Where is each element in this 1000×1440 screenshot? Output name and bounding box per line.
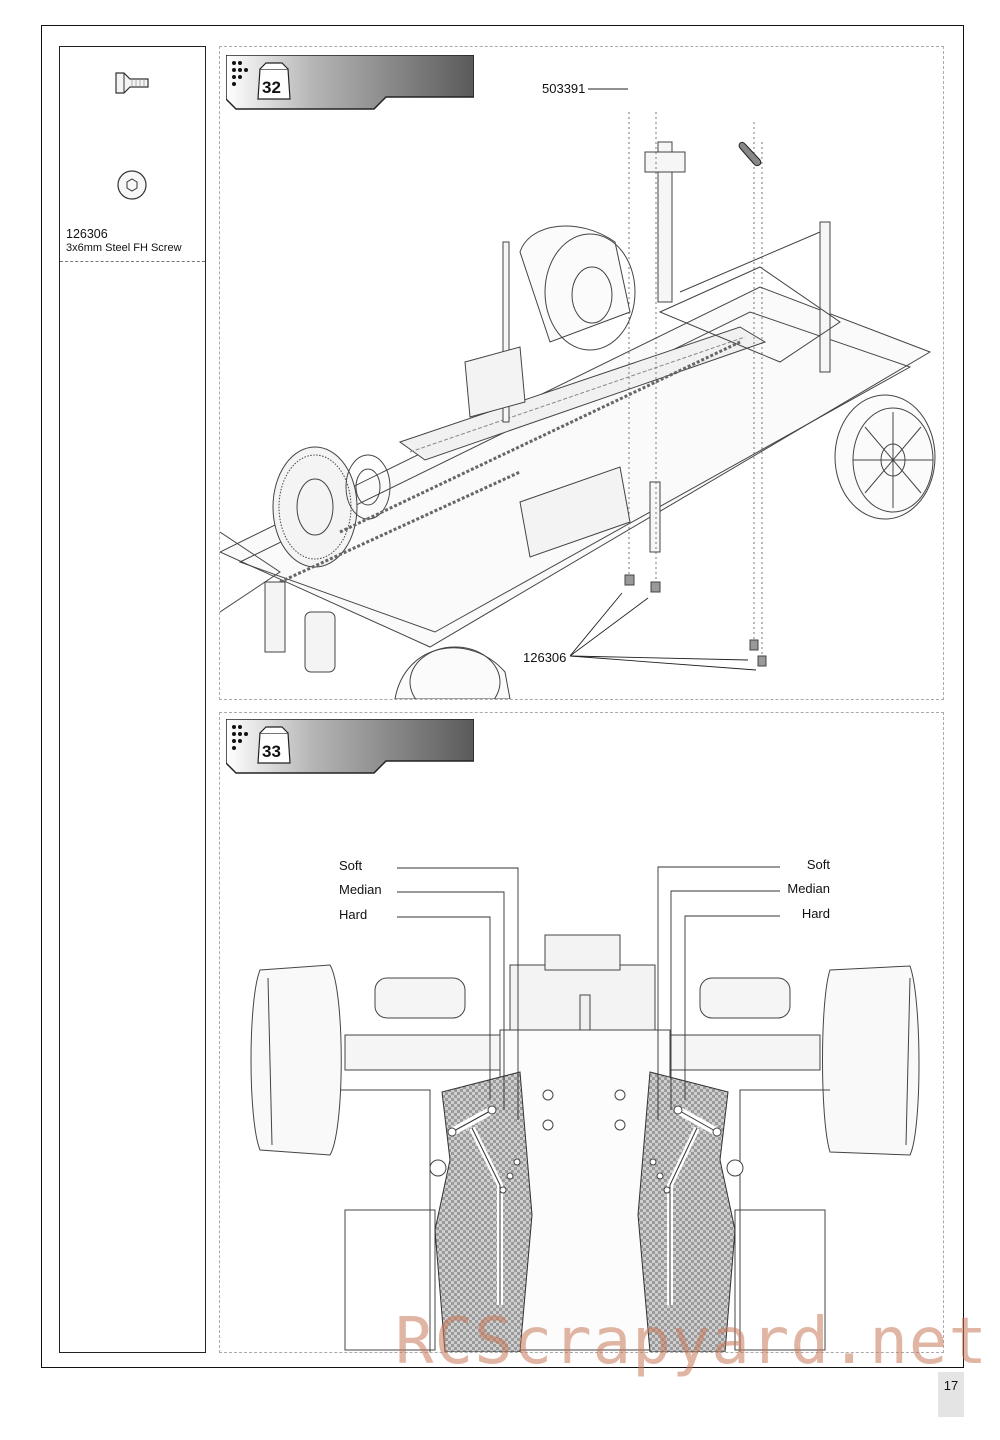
right-label-soft: Soft — [806, 857, 830, 872]
page-number-box: 17 — [938, 1372, 964, 1417]
watermark: RCScrapyard.net — [395, 1305, 988, 1379]
left-label-soft: Soft — [339, 858, 363, 873]
page-number: 17 — [943, 1378, 959, 1393]
step-33-leader-lines — [397, 866, 780, 1120]
part-description: 3x6mm Steel FH Screw — [66, 242, 182, 254]
step-33-number: 33 — [262, 742, 281, 761]
step-32-number: 32 — [262, 78, 281, 97]
step-32-chassis-drawing — [220, 112, 936, 699]
flat-head-screw-top-icon — [117, 170, 147, 200]
callout-126306-leaders — [570, 592, 757, 671]
parts-column: 126306 3x6mm Steel FH Screw — [59, 46, 206, 1353]
callout-part-126306: 126306 — [523, 650, 567, 665]
step-32-header-banner — [226, 55, 474, 110]
right-label-hard: Hard — [801, 906, 830, 921]
right-label-median: Median — [787, 881, 830, 896]
callout-part-503391: 503391 — [542, 81, 586, 96]
step-33-header-banner — [226, 719, 474, 774]
page-frame — [41, 25, 964, 1368]
part-number: 126306 — [66, 227, 108, 241]
step-32-area — [219, 46, 944, 700]
left-label-hard: Hard — [339, 907, 368, 922]
flat-head-screw-side-icon — [115, 72, 149, 94]
callout-503391-leader — [588, 88, 628, 90]
part-divider — [60, 261, 205, 262]
step-33-chassis-drawing — [250, 934, 920, 1352]
step-33-area — [219, 712, 944, 1353]
left-label-median: Median — [339, 882, 382, 897]
